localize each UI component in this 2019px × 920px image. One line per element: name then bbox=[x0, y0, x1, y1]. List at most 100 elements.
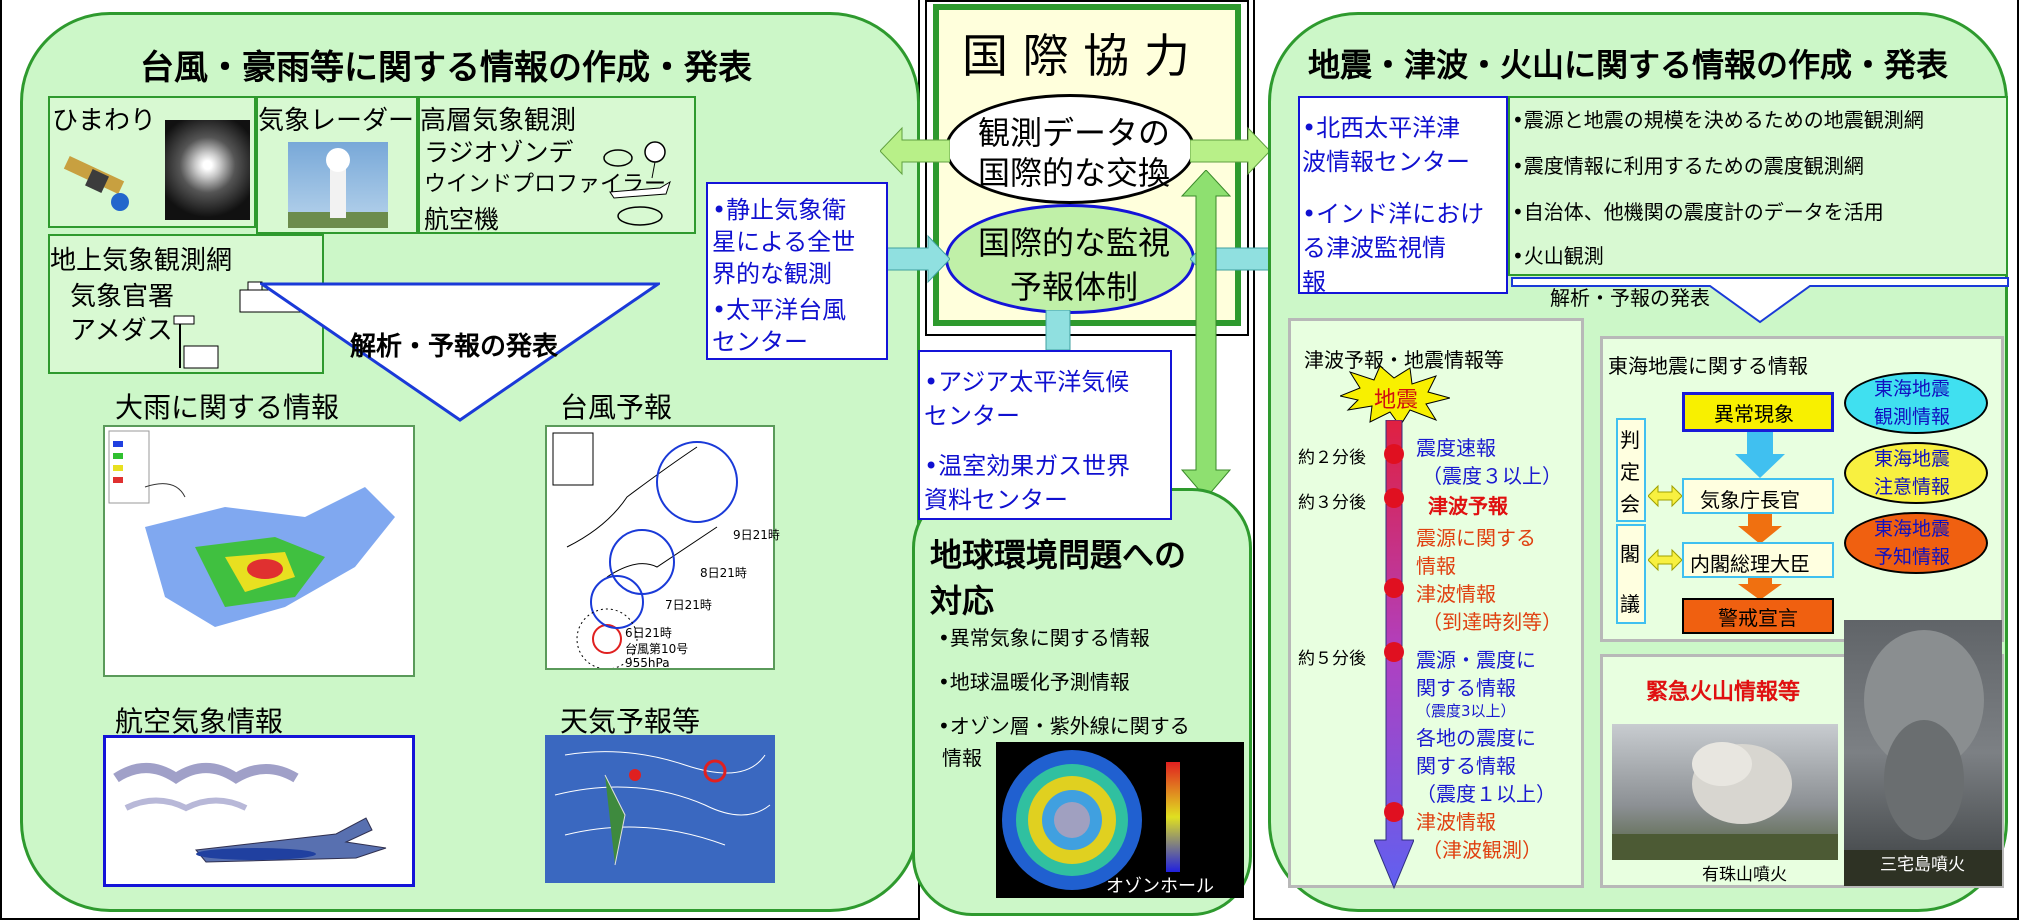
himawari-label: ひまわり bbox=[52, 106, 157, 136]
rain-radar-map bbox=[108, 430, 395, 627]
volcano-title: 緊急火山情報等 bbox=[1646, 680, 1801, 705]
hantei-box bbox=[1616, 418, 1646, 522]
heavy-rain-label: 大雨に関する情報 bbox=[115, 391, 340, 424]
kakugi-box bbox=[1616, 524, 1646, 624]
time-5min: 約５分後 bbox=[1298, 649, 1366, 669]
radar-label: 気象レーダー bbox=[258, 106, 415, 136]
typhoon-time-label: 9日21時 bbox=[733, 528, 780, 542]
jma-label: 気象庁長官 bbox=[1700, 488, 1800, 512]
vertical-link-arrow bbox=[1180, 170, 1232, 499]
monitor-text: 国際的な監視 bbox=[978, 224, 1171, 262]
typhoon-forecast-label: 台風予報 bbox=[560, 391, 673, 424]
hantei-char: 会 bbox=[1620, 492, 1640, 516]
tokai-predict-text: 予知情報 bbox=[1874, 546, 1951, 568]
satellite-text: 星による全世 bbox=[712, 228, 856, 256]
tokai-obs-ellipse bbox=[1844, 372, 1988, 434]
quake-network-item: •震度情報に利用するための震度観測網 bbox=[1512, 154, 1864, 178]
typhoon-track-chart bbox=[552, 432, 738, 668]
ozone-globe-icon bbox=[1002, 750, 1180, 890]
quake-analysis-label: 解析・予報の発表 bbox=[1550, 286, 1710, 310]
miyake-label: 三宅島噴火 bbox=[1880, 855, 1965, 875]
aviation-image bbox=[103, 735, 415, 887]
monitor-text: 予報体制 bbox=[1010, 268, 1139, 306]
heavy-rain-map bbox=[103, 425, 415, 677]
satellite-box bbox=[706, 182, 888, 360]
asia-up-arrow bbox=[1045, 310, 1071, 350]
earthquake-burst-icon bbox=[1340, 366, 1450, 426]
hantei-double-arrow bbox=[1648, 484, 1682, 508]
tokai-caution-text: 東海地震 bbox=[1874, 448, 1951, 470]
tokai-predict-text: 東海地震 bbox=[1874, 518, 1951, 540]
typhoon-map bbox=[545, 425, 775, 670]
tokai-obs-text: 観測情報 bbox=[1874, 406, 1951, 428]
quake-analysis-arrow bbox=[1511, 277, 2009, 324]
env-item: •異常気象に関する情報 bbox=[938, 626, 1150, 650]
env-item: •オゾン層・紫外線に関する bbox=[938, 714, 1190, 738]
upper-air-item: ラジオゾンデ bbox=[424, 138, 574, 167]
timeline-arrow bbox=[1374, 420, 1414, 890]
ozone-image bbox=[996, 742, 1244, 898]
tsunami-center-text: 報 bbox=[1302, 268, 1326, 296]
satellite-text: センター bbox=[712, 328, 808, 356]
usu-photo bbox=[1612, 724, 1838, 860]
tsunami-center-text: •インド洋におけ bbox=[1302, 200, 1485, 228]
quake-panel-title: 地震・津波・火山に関する情報の作成・発表 bbox=[1308, 46, 1949, 84]
earthquake-label: 地震 bbox=[1374, 388, 1419, 413]
local-shindo-info: （震度１以上） bbox=[1416, 782, 1556, 806]
satellite-text: 界的な観測 bbox=[712, 260, 832, 288]
kakugi-char: 閣 bbox=[1620, 542, 1640, 566]
typhoon-name-label: 台風第10号 bbox=[625, 642, 689, 656]
analysis-label: 解析・予報の発表 bbox=[350, 332, 559, 362]
tsunami-forecast: 津波予報 bbox=[1428, 494, 1508, 518]
typhoon-time-label: 6日21時 bbox=[625, 626, 672, 640]
radar-tower-icon bbox=[288, 148, 388, 228]
shindo3-note: （震度3以上） bbox=[1416, 702, 1516, 720]
anomaly-box bbox=[1682, 392, 1834, 432]
jma-box bbox=[1682, 478, 1834, 514]
ozone-label: オゾンホール bbox=[1106, 876, 1214, 897]
tokai-title: 東海地震に関する情報 bbox=[1608, 354, 1808, 378]
satellite-icon bbox=[63, 155, 129, 211]
tsunami-info: （到達時刻等） bbox=[1422, 610, 1562, 634]
shindo-fast: 震度速報 bbox=[1416, 436, 1496, 460]
tsunami-timeline-box bbox=[1288, 318, 1584, 888]
asia-text: •温室効果ガス世界 bbox=[924, 452, 1131, 480]
exchange-text: 国際的な交換 bbox=[978, 154, 1171, 192]
pm-label: 内閣総理大臣 bbox=[1690, 552, 1810, 576]
shindo-fast: （震度３以上） bbox=[1422, 464, 1562, 488]
tokai-caution-ellipse bbox=[1844, 442, 1988, 504]
usu-label: 有珠山噴火 bbox=[1702, 865, 1787, 885]
epicenter-info: 情報 bbox=[1416, 554, 1456, 578]
intl-coop-title: 国 際 協 力 bbox=[962, 29, 1190, 83]
asia-box bbox=[918, 350, 1172, 520]
tokai-caution-text: 注意情報 bbox=[1874, 476, 1951, 498]
exchange-arrow-left bbox=[880, 126, 950, 176]
quake-network-item: •自治体、他機関の震度計のデータを活用 bbox=[1512, 200, 1884, 224]
typhoon-satellite-image bbox=[165, 120, 250, 220]
tsunami-obs-info: （津波観測） bbox=[1422, 838, 1542, 862]
satellite-text: •太平洋台風 bbox=[712, 296, 847, 324]
time-3min: 約３分後 bbox=[1298, 493, 1366, 513]
anomaly-down-arrow bbox=[1735, 432, 1785, 478]
env-title: 対応 bbox=[930, 582, 995, 620]
kakugi-char: 議 bbox=[1620, 592, 1640, 616]
typhoon-pressure-label: 955hPa bbox=[625, 656, 670, 670]
pm-down-arrow bbox=[1738, 578, 1782, 600]
tsunami-center-text: •北西太平洋津 bbox=[1302, 114, 1461, 142]
weather-panel-title: 台風・豪雨等に関する情報の作成・発表 bbox=[140, 48, 752, 88]
env-item: 情報 bbox=[942, 746, 982, 770]
env-item: •地球温暖化予測情報 bbox=[938, 670, 1130, 694]
upper-air-item: 航空機 bbox=[424, 205, 500, 234]
typhoon-time-label: 8日21時 bbox=[700, 566, 747, 580]
miyake-eruption-plume bbox=[1844, 630, 2002, 886]
asia-text: 資料センター bbox=[924, 486, 1068, 514]
upper-air-title: 高層気象観測 bbox=[420, 106, 577, 136]
tokai-obs-text: 東海地震 bbox=[1874, 378, 1951, 400]
tsunami-center-text: る津波監視情 bbox=[1302, 234, 1446, 262]
right-frame bbox=[1253, 0, 2019, 920]
satellite-to-monitor-arrow bbox=[870, 234, 950, 284]
hantei-char: 判 bbox=[1620, 428, 1640, 452]
typhoon-time-label: 7日21時 bbox=[665, 598, 712, 612]
time-2min: 約２分後 bbox=[1298, 448, 1366, 468]
upper-air-box bbox=[418, 96, 696, 234]
